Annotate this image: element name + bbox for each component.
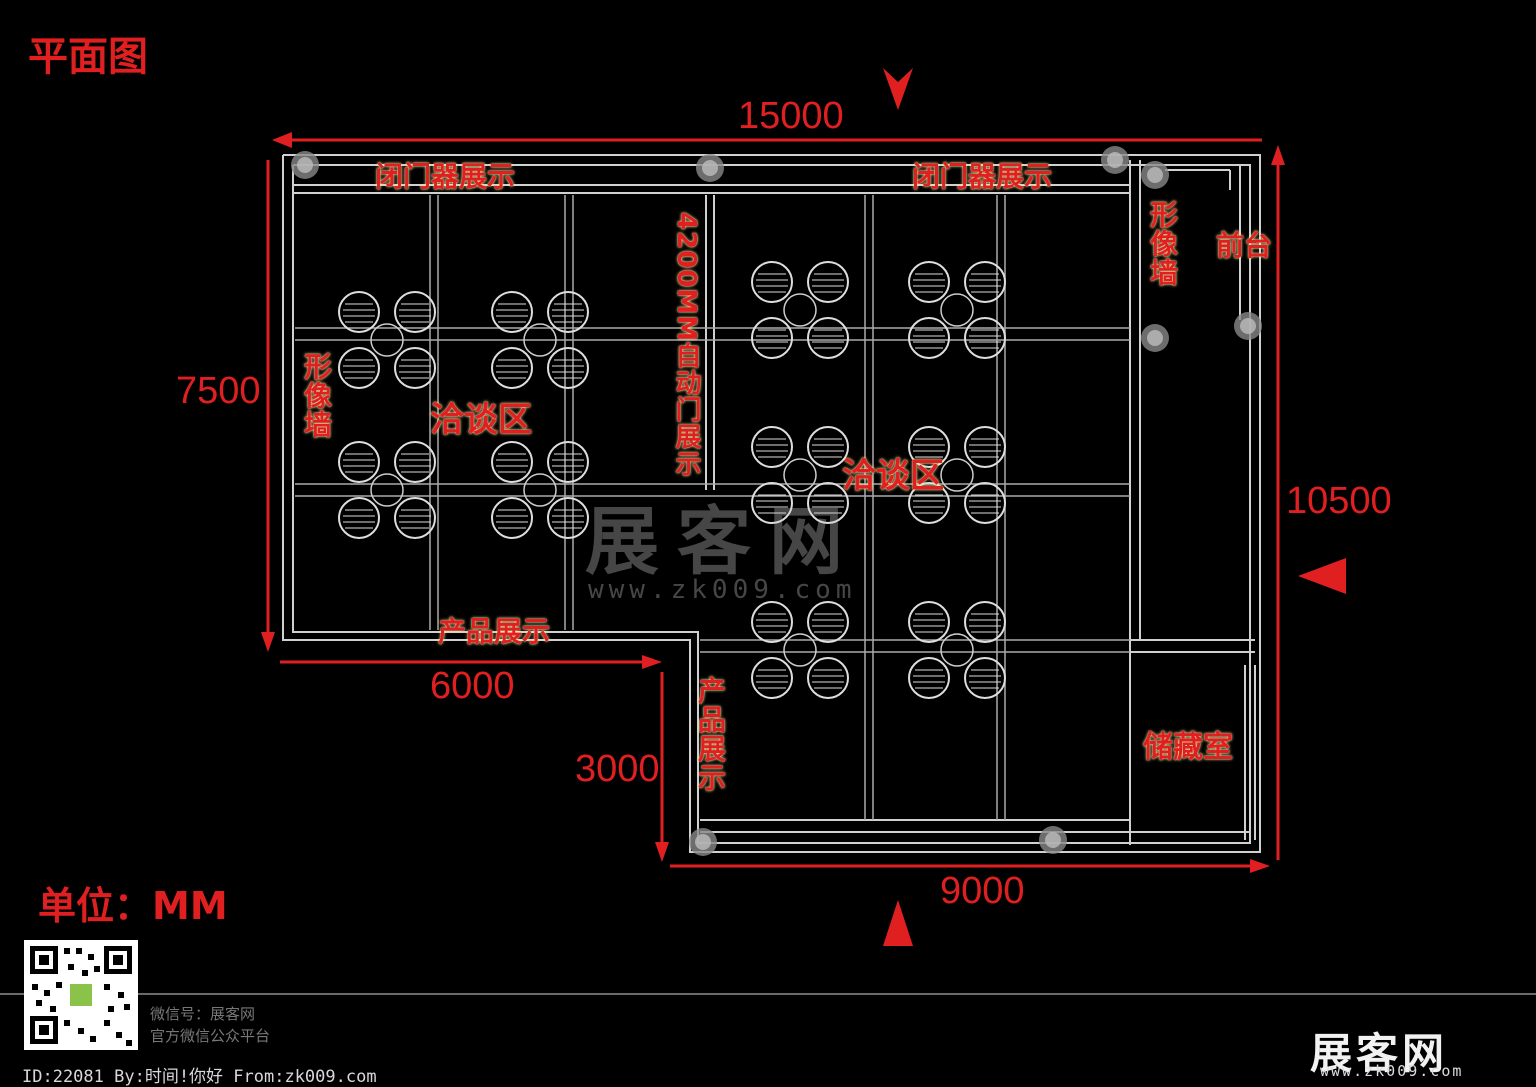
brand-url: www.zk009.com (1320, 1062, 1464, 1080)
floor-plan (261, 68, 1346, 946)
dim-right: 10500 (1286, 480, 1392, 522)
watermark-text: 展客网 (585, 499, 861, 585)
plan-title: 平面图 (28, 34, 148, 80)
wechat-desc: 官方微信公众平台 (150, 1027, 271, 1045)
dim-bottom-right: 9000 (940, 870, 1025, 912)
label-auto-door: 4200MM自动门展示 (671, 212, 701, 478)
label-image-wall-right: 形像墙 (1146, 200, 1179, 287)
unit-label: 单位：MM (38, 884, 228, 928)
label-storage: 储藏室 (1143, 730, 1233, 765)
walls (282, 154, 1261, 853)
label-closer-display-1: 闭门器展示 (375, 160, 516, 193)
id-line: ID:22081 By:时间!你好 From:zk009.com (22, 1067, 377, 1087)
dim-bottom-left: 6000 (430, 665, 515, 707)
dim-left: 7500 (176, 370, 261, 412)
qr-code-pattern (30, 946, 132, 1046)
dimension-lines (261, 132, 1285, 873)
brand-logo: 展客网 (1310, 1029, 1449, 1078)
entrance-arrows (883, 68, 1346, 946)
wechat-id: 微信号：展客网 (150, 1005, 256, 1023)
footer-divider (0, 993, 1536, 995)
dim-top: 15000 (738, 95, 844, 137)
label-image-wall-left: 形像墙 (300, 352, 333, 439)
qr-code (24, 940, 138, 1050)
label-closer-display-2: 闭门器展示 (912, 160, 1053, 193)
label-product-display-h: 产品展示 (438, 615, 551, 648)
dim-bottom-step: 3000 (575, 748, 660, 790)
label-negotiation-2: 洽谈区 (842, 456, 944, 496)
wechat-info: 微信号：展客网 官方微信公众平台 (150, 1003, 270, 1047)
label-product-display-v: 产品展示 (694, 676, 727, 792)
label-negotiation-1: 洽谈区 (430, 400, 532, 440)
label-front-desk: 前台 (1216, 229, 1273, 262)
watermark-url: www.zk009.com (588, 575, 857, 605)
